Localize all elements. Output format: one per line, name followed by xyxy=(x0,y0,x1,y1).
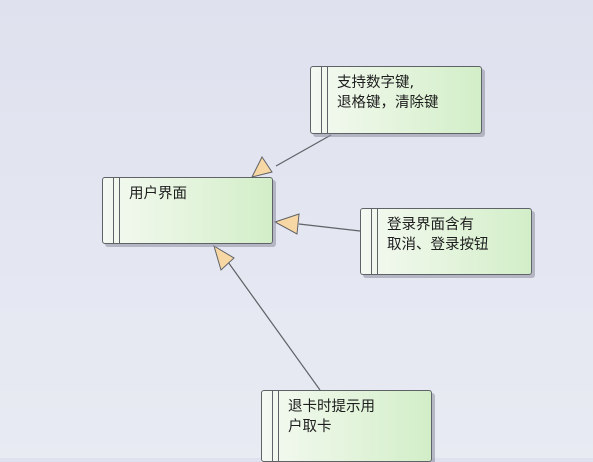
class-stereotype-bar xyxy=(371,209,378,274)
label-line: 户取卡 xyxy=(288,419,332,435)
class-card-eject-prompt[interactable]: 退卡时提示用 户取卡 xyxy=(261,390,432,462)
class-stereotype-bar xyxy=(113,178,120,243)
connector-login-to-main xyxy=(298,223,361,232)
class-numeric-keys[interactable]: 支持数字键, 退格键，清除键 xyxy=(310,66,482,134)
label-line: 退卡时提示用 xyxy=(288,399,375,415)
class-user-interface-label: 用户界面 xyxy=(129,184,268,204)
inheritance-arrowhead-numeric xyxy=(251,156,273,178)
class-card-eject-prompt-label: 退卡时提示用 户取卡 xyxy=(288,397,427,437)
label-line: 用户界面 xyxy=(129,186,187,202)
class-login-screen-label: 登录界面含有 取消、登录按钮 xyxy=(387,215,527,255)
inheritance-arrowhead-login xyxy=(273,213,300,235)
inheritance-arrowhead-eject xyxy=(213,244,235,271)
class-numeric-keys-label: 支持数字键, 退格键，清除键 xyxy=(337,73,477,113)
connector-numeric-to-main xyxy=(275,134,332,167)
label-line: 退格键，清除键 xyxy=(337,95,439,111)
label-line: 取消、登录按钮 xyxy=(387,237,489,253)
class-stereotype-bar xyxy=(272,391,279,461)
connector-eject-to-main xyxy=(227,261,321,391)
label-line: 支持数字键, xyxy=(337,75,415,91)
class-login-screen[interactable]: 登录界面含有 取消、登录按钮 xyxy=(360,208,532,275)
label-line: 登录界面含有 xyxy=(387,217,474,233)
class-user-interface[interactable]: 用户界面 xyxy=(102,177,273,244)
class-stereotype-bar xyxy=(321,67,328,133)
